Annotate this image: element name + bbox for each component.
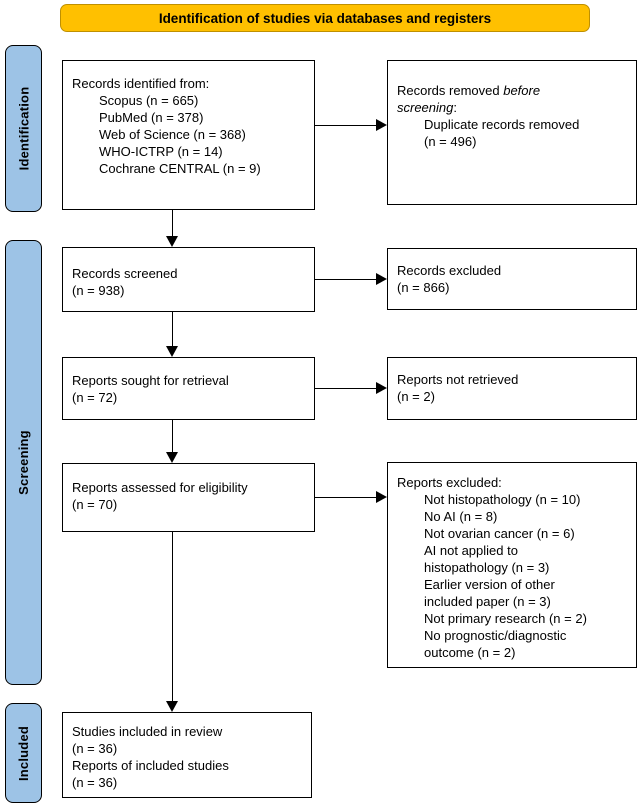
box-reports-assessed: Reports assessed for eligibility (n = 70…: [62, 463, 315, 532]
records-removed-line2: screening:: [397, 100, 457, 115]
stage-identification-label: Identification: [16, 86, 32, 171]
box-records-removed: Records removed before screening: Duplic…: [387, 60, 637, 205]
source-web-of-science: Web of Science (n = 368): [99, 127, 246, 142]
arrowhead-right-icon: [376, 273, 387, 285]
reports-sought-count: (n = 72): [72, 390, 118, 405]
stage-included: Included: [5, 703, 42, 803]
box-reports-sought: Reports sought for retrieval (n = 72): [62, 357, 315, 420]
records-removed-line1: Records removed before: [397, 83, 541, 98]
arrow-identified-to-removed: [315, 119, 387, 132]
box-records-identified: Records identified from: Scopus (n = 665…: [62, 60, 315, 210]
excluded-reason: Not histopathology (n = 10): [424, 492, 581, 507]
excluded-reason: included paper (n = 3): [424, 594, 551, 609]
records-screened-count: (n = 938): [72, 283, 125, 298]
reports-excluded-title: Reports excluded:: [397, 475, 502, 490]
box-records-screened: Records screened (n = 938): [62, 247, 315, 312]
banner-label: Identification of studies via databases …: [158, 10, 492, 26]
excluded-reason: histopathology (n = 3): [424, 560, 550, 575]
reports-not-retrieved-label: Reports not retrieved: [397, 372, 519, 387]
arrowhead-right-icon: [376, 491, 387, 503]
reports-sought-label: Reports sought for retrieval: [72, 373, 229, 388]
reports-assessed-count: (n = 70): [72, 497, 118, 512]
arrow-assessed-to-reports-excluded: [315, 491, 387, 504]
records-excluded-count: (n = 866): [397, 280, 450, 295]
banner-databases-registers: Identification of studies via databases …: [60, 4, 590, 32]
reports-assessed-label: Reports assessed for eligibility: [72, 480, 248, 495]
excluded-reason: No prognostic/diagnostic: [424, 628, 567, 643]
arrowhead-down-icon: [166, 236, 178, 247]
excluded-reason: Earlier version of other: [424, 577, 555, 592]
arrow-screened-to-sought: [166, 312, 179, 357]
stage-included-label: Included: [16, 725, 31, 781]
arrowhead-down-icon: [166, 346, 178, 357]
source-scopus: Scopus (n = 665): [99, 93, 199, 108]
records-screened-label: Records screened: [72, 266, 178, 281]
reports-included-count: (n = 36): [72, 775, 118, 790]
stage-identification: Identification: [5, 45, 42, 212]
source-who-ictrp: WHO-ICTRP (n = 14): [99, 144, 223, 159]
arrowhead-right-icon: [376, 119, 387, 131]
source-pubmed: PubMed (n = 378): [99, 110, 204, 125]
arrow-sought-to-not-retrieved: [315, 382, 387, 395]
excluded-reason: Not primary research (n = 2): [424, 611, 587, 626]
reports-included-line: Reports of included studies: [72, 758, 229, 773]
records-identified-title: Records identified from:: [72, 76, 210, 91]
box-records-excluded: Records excluded (n = 866): [387, 248, 637, 310]
excluded-reason: AI not applied to: [424, 543, 518, 558]
records-excluded-label: Records excluded: [397, 263, 502, 278]
box-reports-not-retrieved: Reports not retrieved (n = 2): [387, 357, 637, 420]
arrow-sought-to-assessed: [166, 420, 179, 463]
duplicates-removed-count: (n = 496): [424, 134, 477, 149]
studies-included-count: (n = 36): [72, 741, 118, 756]
source-cochrane-central: Cochrane CENTRAL (n = 9): [99, 161, 261, 176]
duplicates-removed-line: Duplicate records removed: [424, 117, 580, 132]
arrowhead-down-icon: [166, 452, 178, 463]
stage-screening-label: Screening: [16, 430, 31, 495]
box-reports-excluded: Reports excluded: Not histopathology (n …: [387, 462, 637, 668]
arrow-identified-to-screened: [166, 210, 179, 247]
arrowhead-down-icon: [166, 701, 178, 712]
arrowhead-right-icon: [376, 382, 387, 394]
arrow-assessed-to-included: [166, 532, 179, 712]
box-studies-included: Studies included in review (n = 36) Repo…: [62, 712, 312, 798]
excluded-reason: outcome (n = 2): [424, 645, 516, 660]
stage-screening: Screening: [5, 240, 42, 685]
reports-not-retrieved-count: (n = 2): [397, 389, 435, 404]
arrow-screened-to-excluded: [315, 273, 387, 286]
studies-included-line: Studies included in review: [72, 724, 223, 739]
excluded-reason: Not ovarian cancer (n = 6): [424, 526, 575, 541]
excluded-reason: No AI (n = 8): [424, 509, 498, 524]
